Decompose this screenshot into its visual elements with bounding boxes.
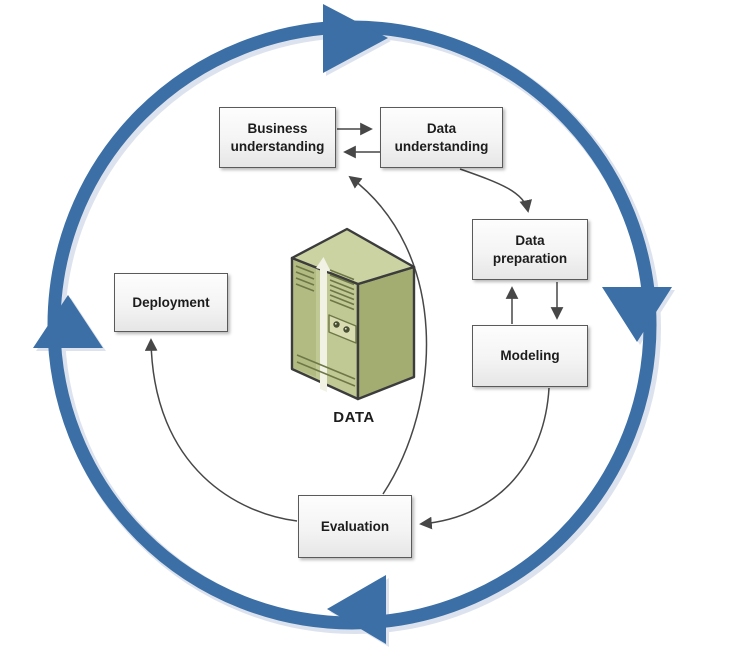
arrow-evaluation-to-business bbox=[348, 175, 428, 495]
arrow-evaluation-to-deployment bbox=[144, 338, 298, 522]
server-buttons bbox=[333, 321, 350, 333]
cycle-arrow-top-icon bbox=[323, 4, 388, 73]
cycle-arrow-right-icon bbox=[602, 287, 672, 342]
node-modeling: Modeling bbox=[472, 325, 588, 387]
node-data-preparation: Data preparation bbox=[472, 219, 588, 280]
node-label: Business understanding bbox=[230, 120, 325, 154]
node-label: Evaluation bbox=[320, 518, 390, 534]
server-icon bbox=[290, 227, 416, 401]
server-groove bbox=[320, 267, 327, 392]
node-label: Data preparation bbox=[492, 232, 568, 266]
cycle-arrow-bottom-icon bbox=[327, 575, 386, 644]
cycle-ring bbox=[33, 4, 672, 644]
cycle-arrow-left-icon bbox=[33, 295, 103, 348]
node-label: Modeling bbox=[500, 348, 560, 364]
node-label: Deployment bbox=[132, 294, 210, 310]
node-data-understanding: Data understanding bbox=[380, 107, 503, 168]
server-side-face bbox=[356, 265, 416, 401]
node-label: Data understanding bbox=[394, 120, 489, 154]
node-business-understanding: Business understanding bbox=[219, 107, 336, 168]
data-store-label: DATA bbox=[333, 409, 375, 426]
node-deployment: Deployment bbox=[114, 273, 228, 332]
server-vents bbox=[295, 265, 356, 387]
server-groove-notch bbox=[316, 257, 331, 272]
node-evaluation: Evaluation bbox=[298, 495, 412, 558]
server-top-face bbox=[290, 227, 416, 286]
arrow-modeling-to-evaluation bbox=[419, 387, 550, 530]
arrow-data-to-preparation bbox=[459, 168, 532, 213]
connectors bbox=[144, 122, 564, 530]
